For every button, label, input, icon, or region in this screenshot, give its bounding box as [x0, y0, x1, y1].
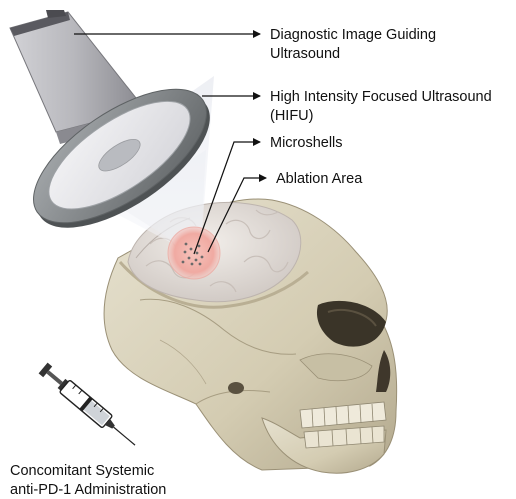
label-hifu-line1: High Intensity Focused Ultrasound	[270, 89, 492, 105]
label-imaging-probe-line2: Ultrasound	[270, 46, 340, 62]
label-treatment-line1: Concomitant Systemic	[10, 463, 154, 479]
label-hifu-line2: (HIFU)	[270, 108, 314, 124]
syringe-icon	[38, 362, 140, 451]
label-ablation-area: Ablation Area	[276, 171, 363, 187]
label-microshells: Microshells	[270, 135, 343, 151]
label-imaging-probe-line1: Diagnostic Image Guiding	[270, 27, 436, 43]
label-treatment-line2: anti-PD-1 Administration	[10, 482, 166, 498]
